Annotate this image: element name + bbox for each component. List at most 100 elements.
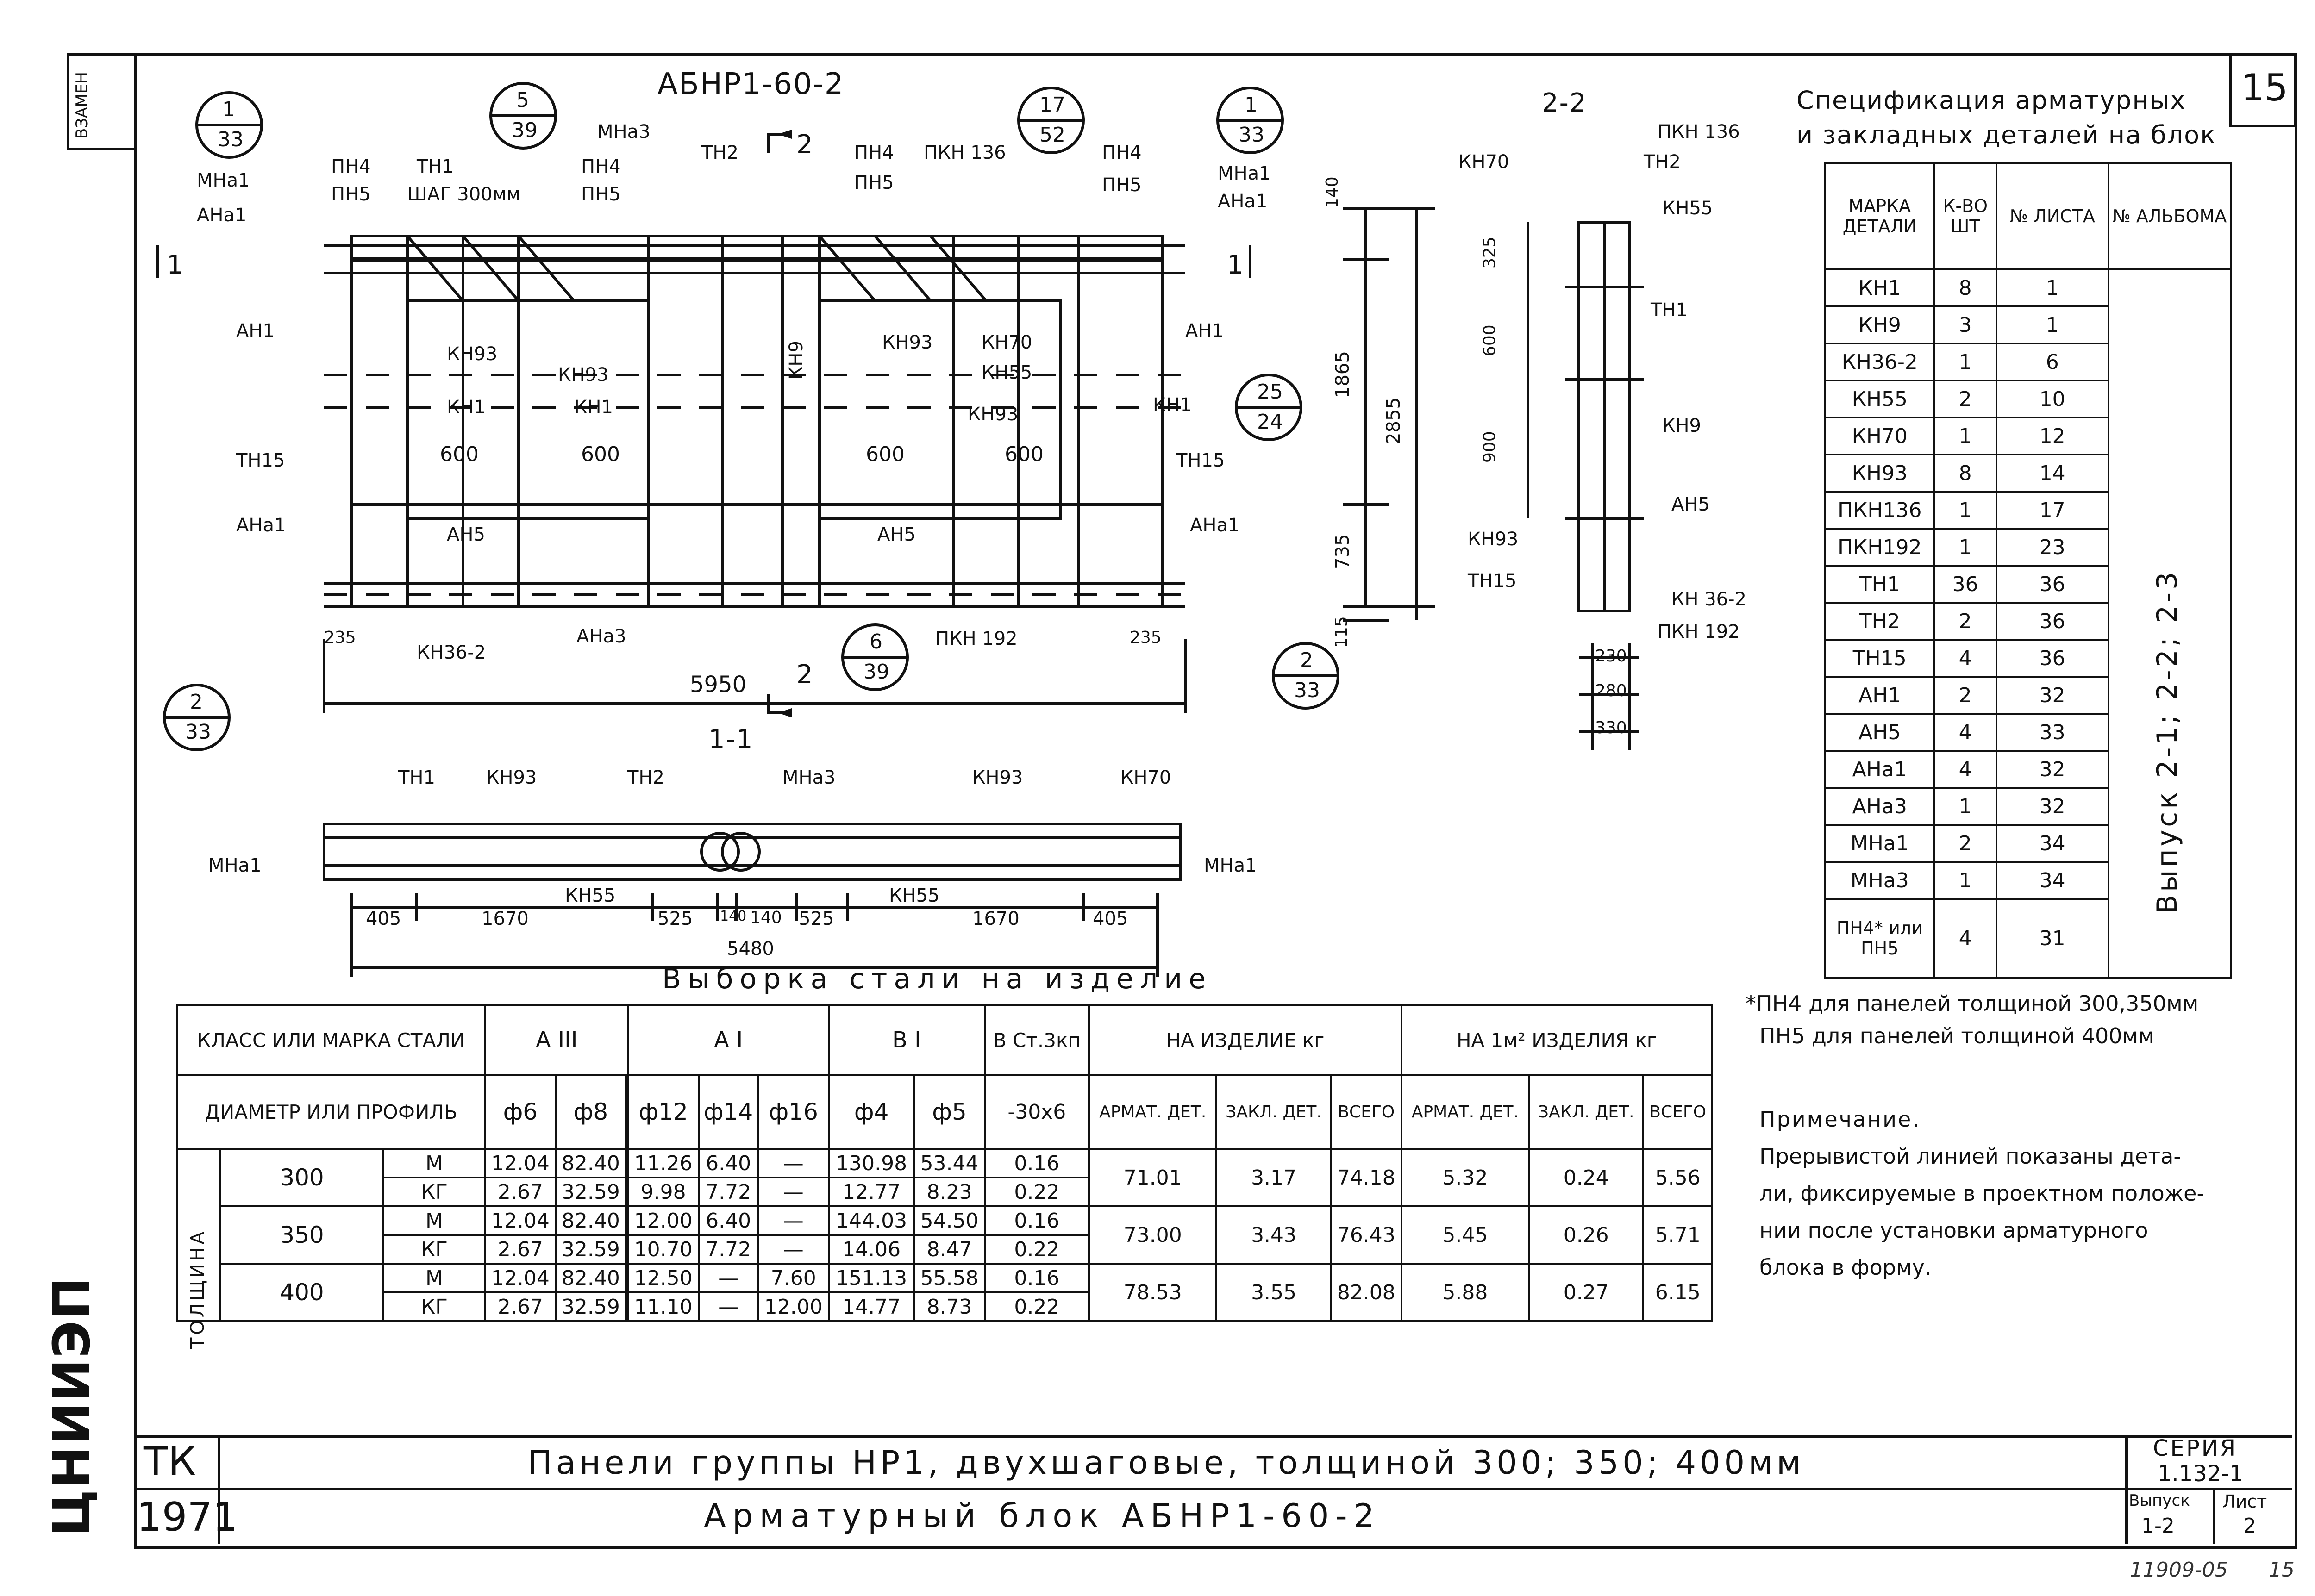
spec-qty: 4 (1933, 639, 1997, 678)
s11-kn70: КН70 (1120, 767, 1171, 788)
bottom-note: 11909-05 (2130, 1558, 2228, 1582)
label-ana1-br: АНа1 (1190, 515, 1240, 536)
spec-sheet: 12 (1995, 417, 2109, 455)
steel-cell (625, 1148, 629, 1178)
steel-total: 5.45 (1400, 1205, 1530, 1265)
label-kn1-c: КН1 (1153, 394, 1192, 416)
steel-cell: 0.16 (983, 1148, 1090, 1178)
issue-value: 1-2 (2141, 1514, 2175, 1538)
steel-total: 5.88 (1400, 1263, 1530, 1322)
steel-cell: 32.59 (554, 1291, 627, 1322)
spec-mark: ТН15 (1824, 639, 1935, 678)
s22-pkn192: ПКН 192 (1658, 621, 1740, 642)
steel-cell: 55.58 (913, 1263, 986, 1293)
label-pn4-a: ПН4 (331, 156, 371, 177)
steel-total: 5.32 (1400, 1148, 1530, 1207)
steel-total: 6.15 (1642, 1263, 1713, 1322)
label-kn1-a: КН1 (447, 397, 486, 418)
label-mna1-r: МНа1 (1218, 163, 1271, 184)
steel-total: 74.18 (1330, 1148, 1402, 1207)
callout-4-top: 1 (1245, 93, 1258, 117)
spec-sheet: 1 (1995, 268, 2109, 307)
s22-tn15: ТН15 (1468, 570, 1517, 592)
label-section-1-l: 1 (167, 250, 183, 280)
callout-2-bottom: 39 (512, 118, 538, 142)
s22-280: 280 (1595, 681, 1627, 700)
label-section-2-b: 2 (796, 660, 813, 690)
spec-sheet: 34 (1995, 824, 2109, 863)
s22-kn9-a: КН9 (1662, 415, 1701, 436)
label-tn1: ТН1 (417, 156, 454, 177)
spec-qty: 4 (1933, 750, 1997, 789)
label-kn36: КН36-2 (417, 642, 486, 663)
callout-7-bottom: 39 (863, 660, 889, 684)
steel-cell: 0.16 (983, 1263, 1090, 1293)
label-600-d: 600 (1005, 443, 1044, 466)
steel-cell: 9.98 (627, 1177, 700, 1207)
label-section-1-r: 1 (1227, 250, 1244, 280)
title-tk: ТК (144, 1439, 196, 1485)
spec-sheet: 32 (1995, 676, 2109, 715)
s22-kn93: КН93 (1468, 529, 1519, 550)
label-235-r: 235 (1130, 628, 1162, 647)
label-an5-b: АН5 (877, 524, 916, 545)
steel-sub: ВСЕГО (1330, 1074, 1402, 1150)
spec-qty: 8 (1933, 454, 1997, 493)
spec-qty: 1 (1933, 343, 1997, 381)
steel-cell: 82.40 (554, 1148, 627, 1178)
steel-cell: 12.50 (627, 1263, 700, 1293)
callout-5-bottom: 24 (1257, 410, 1283, 434)
main-title: АБНР1-60-2 (657, 67, 845, 101)
steel-cell: 0.22 (983, 1177, 1090, 1207)
spec-qty: 2 (1933, 602, 1997, 641)
steel-total: 5.71 (1642, 1205, 1713, 1265)
steel-cell (625, 1177, 629, 1207)
spec-footnote-2: ПН5 для панелей толщиной 400мм (1759, 1023, 2154, 1048)
steel-table: КЛАСС ИЛИ МАРКА СТАЛИ А III А I В I В Ст… (176, 1004, 1714, 1349)
s11-525-b: 525 (799, 908, 834, 929)
note-heading: Примечание. (1759, 1107, 1921, 1132)
title-block-right-divider (2125, 1435, 2128, 1544)
dim-735: 735 (1332, 534, 1353, 569)
steel-d-12: ф12 (627, 1074, 700, 1150)
s11-tn2: ТН2 (627, 767, 664, 788)
steel-d-14: ф14 (697, 1074, 759, 1150)
spec-album: Выпуск 2-1; 2-2; 2-3 (2107, 268, 2232, 979)
steel-total: 73.00 (1088, 1205, 1218, 1265)
spec-qty: 1 (1933, 787, 1997, 826)
s22-an5: АН5 (1671, 494, 1710, 515)
steel-cell: 7.72 (697, 1177, 759, 1207)
label-an5-a: АН5 (447, 524, 485, 545)
spec-qty: 2 (1933, 824, 1997, 863)
steel-thickness: 350 (219, 1205, 385, 1265)
steel-cell: 12.04 (484, 1263, 557, 1293)
spec-qty: 1 (1933, 417, 1997, 455)
s22-330: 330 (1595, 718, 1627, 737)
steel-unit: М (382, 1148, 486, 1178)
spec-h-sheet: № ЛИСТА (1995, 162, 2109, 270)
callout-6-bottom: 33 (185, 720, 211, 744)
callout-1-bottom: 33 (218, 128, 244, 151)
spec-mark: КН1 (1824, 268, 1935, 307)
issue-label: Выпуск (2129, 1491, 2190, 1510)
dim-140: 140 (1323, 176, 1342, 208)
label-tn15-l: ТН15 (236, 450, 285, 471)
steel-class-b1: В I (827, 1004, 986, 1076)
label-tn2: ТН2 (701, 142, 738, 163)
steel-d-16: ф16 (757, 1074, 830, 1150)
series-label: СЕРИЯ (2153, 1435, 2238, 1461)
spec-mark: АНа3 (1824, 787, 1935, 826)
steel-cell: — (697, 1291, 759, 1322)
steel-cell (625, 1263, 629, 1293)
dim-2855: 2855 (1383, 397, 1404, 444)
label-an1-l: АН1 (236, 320, 275, 342)
steel-cell (625, 1205, 629, 1236)
spec-sheet: 10 (1995, 380, 2109, 418)
note-line: нии после установки арматурного (1759, 1218, 2148, 1243)
steel-cell: 2.67 (484, 1291, 557, 1322)
s22-kn36: КН 36-2 (1671, 589, 1746, 610)
label-pn4-d: ПН4 (1102, 142, 1142, 163)
spec-qty: 2 (1933, 676, 1997, 715)
spec-qty: 4 (1933, 898, 1997, 979)
spec-sheet: 33 (1995, 713, 2109, 752)
